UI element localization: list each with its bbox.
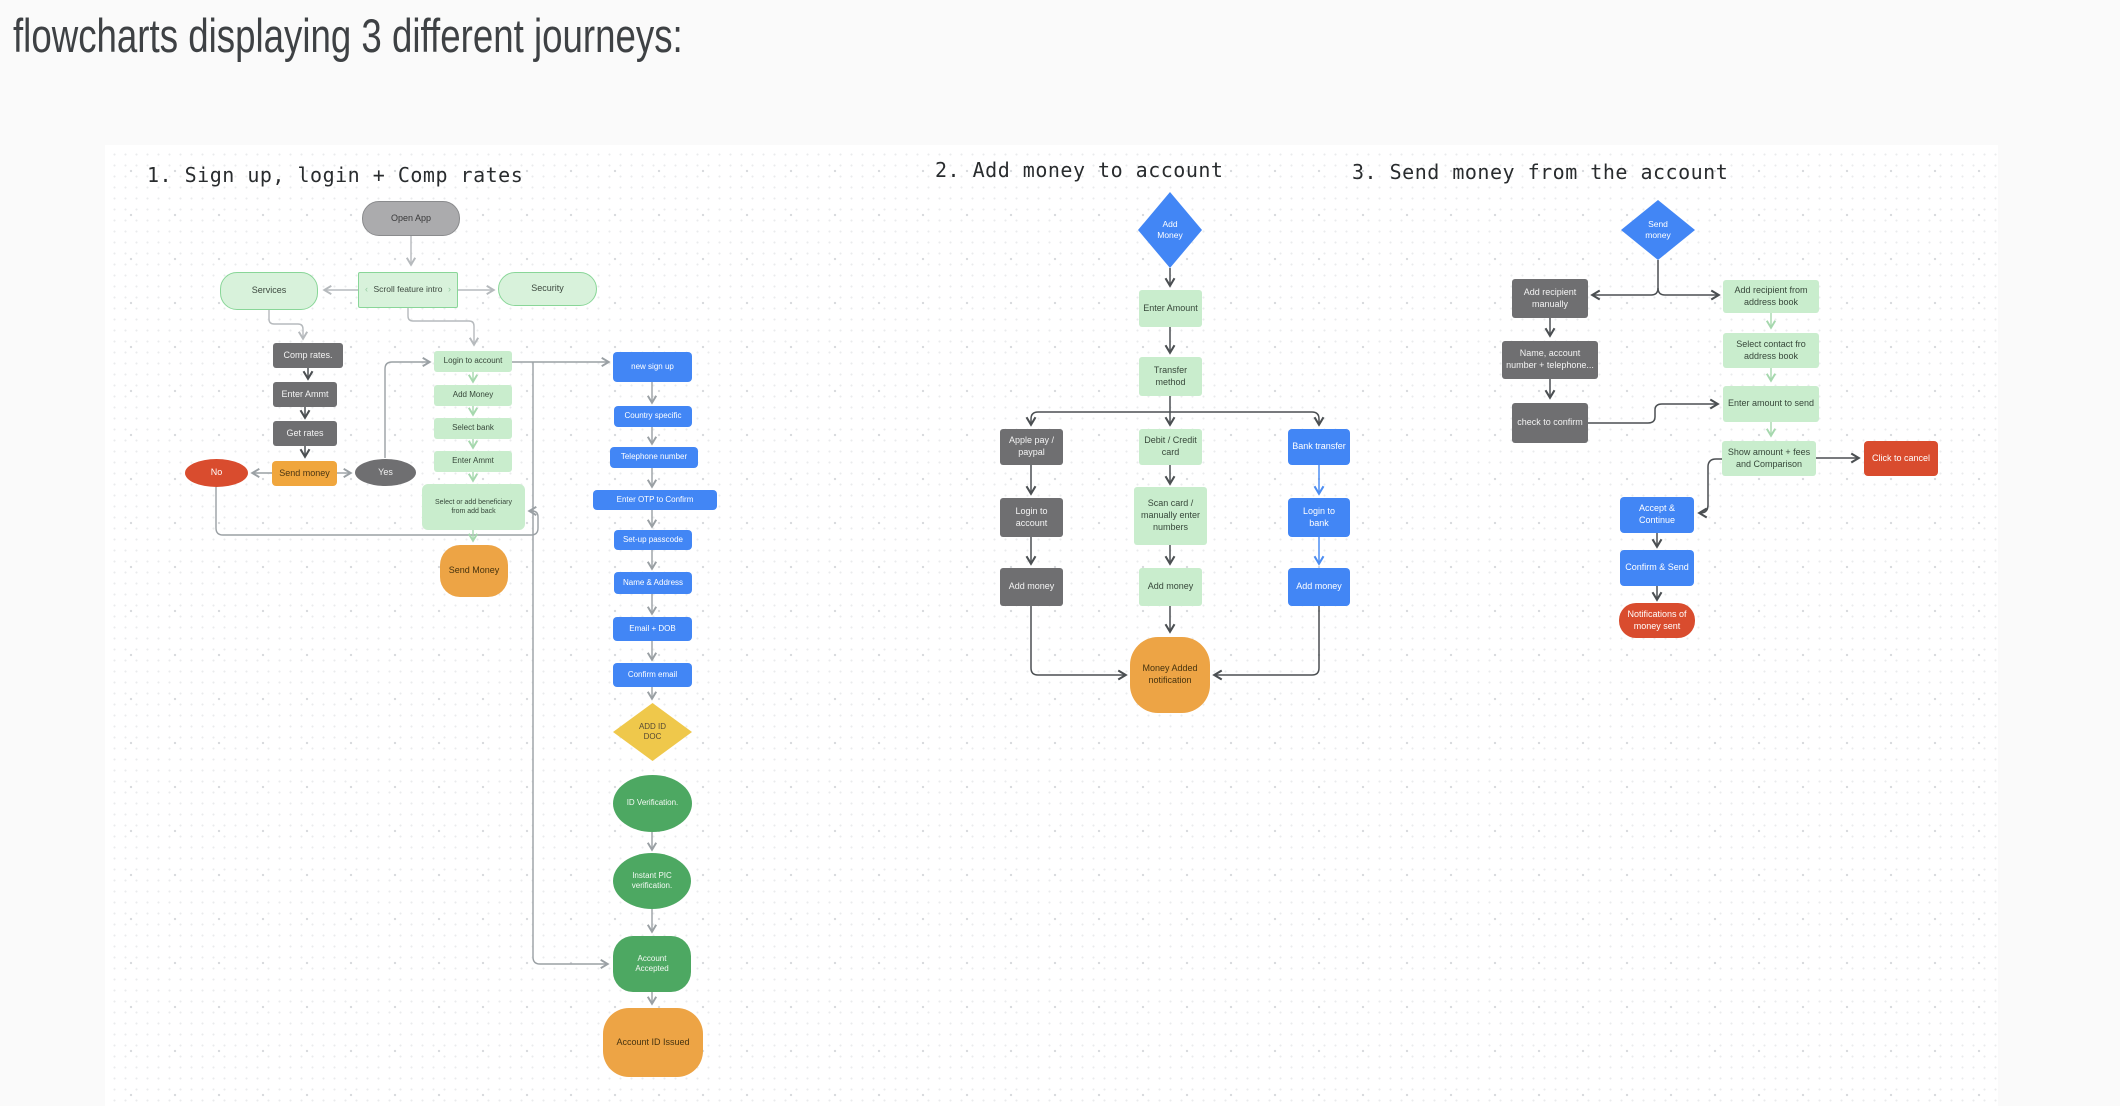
- fc3-node-enter-amount-send[interactable]: Enter amount to send: [1723, 386, 1819, 422]
- fc2-node-debit-credit[interactable]: Debit / Credit card: [1139, 429, 1202, 465]
- fc1-node-name-address[interactable]: Name & Address: [614, 572, 692, 594]
- fc1-node-select-bank[interactable]: Select bank: [434, 418, 512, 439]
- fc3-node-check-confirm[interactable]: check to confirm: [1512, 403, 1588, 443]
- fc3-title: 3. Send money from the account: [1352, 160, 1729, 184]
- fc3-node-add-recipient-address[interactable]: Add recipient from address book: [1723, 280, 1819, 313]
- fc2-node-bank-transfer[interactable]: Bank transfer: [1288, 429, 1350, 465]
- fc3-node-click-cancel[interactable]: Click to cancel: [1864, 441, 1938, 476]
- fc1-node-services[interactable]: Services: [220, 272, 318, 310]
- fc1-node-confirm-email[interactable]: Confirm email: [613, 663, 692, 687]
- fc2-node-transfer-method[interactable]: Transfer method: [1139, 357, 1202, 396]
- fc2-node-add-money-green[interactable]: Add money: [1139, 568, 1202, 606]
- fc1-node-send-money[interactable]: Send money: [272, 461, 337, 486]
- fc1-node-account-accepted[interactable]: Account Accepted: [613, 936, 691, 992]
- fc1-node-enter-ammt[interactable]: Enter Ammt: [273, 382, 337, 407]
- fc1-node-security[interactable]: Security: [498, 272, 597, 306]
- fc2-title: 2. Add money to account: [935, 158, 1224, 182]
- fc2-node-add-money-blue[interactable]: Add money: [1288, 568, 1350, 606]
- fc2-node-login-to-account[interactable]: Login to account: [1000, 498, 1063, 537]
- fc1-node-send-money-big[interactable]: Send Money: [440, 545, 508, 597]
- fc2-node-add-money-gray[interactable]: Add money: [1000, 568, 1063, 606]
- fc1-node-login-to-account[interactable]: Login to account: [434, 351, 512, 372]
- fc3-node-add-recipient-manually[interactable]: Add recipient manually: [1512, 279, 1588, 318]
- fc2-node-login-to-bank[interactable]: Login to bank: [1288, 498, 1350, 537]
- chevron-left-icon[interactable]: ‹: [365, 284, 368, 295]
- chevron-right-icon[interactable]: ›: [447, 284, 451, 295]
- fc1-node-instant-pic[interactable]: Instant PIC verification.: [613, 853, 691, 909]
- fc1-node-enter-ammt-2[interactable]: Enter Ammt: [434, 451, 512, 472]
- fc3-node-name-account[interactable]: Name, account number + telephone...: [1502, 341, 1598, 379]
- fc2-node-apple-pay[interactable]: Apple pay / paypal: [1000, 429, 1063, 465]
- fc1-node-id-verification[interactable]: ID Verification.: [613, 775, 692, 832]
- fc3-node-notifications[interactable]: Notifications of money sent: [1619, 603, 1695, 638]
- fc1-node-new-sign-up[interactable]: new sign up: [613, 352, 692, 382]
- fc3-node-select-contact[interactable]: Select contact fro address book: [1723, 333, 1819, 368]
- fc1-node-yes[interactable]: Yes: [355, 459, 416, 486]
- fc1-node-scroll-feature-intro[interactable]: ‹ Scroll feature intro ›: [358, 272, 458, 308]
- fc1-node-add-money[interactable]: Add Money: [434, 385, 512, 406]
- fc3-node-confirm-send[interactable]: Confirm & Send: [1620, 550, 1694, 586]
- fc1-node-scroll-feature-intro-label: Scroll feature intro: [373, 284, 443, 295]
- fc1-node-setup-passcode[interactable]: Set-up passcode: [614, 530, 692, 550]
- fc1-node-enter-otp[interactable]: Enter OTP to Confirm: [593, 490, 717, 510]
- fc3-node-accept-continue[interactable]: Accept & Continue: [1620, 497, 1694, 533]
- fc1-title: 1. Sign up, login + Comp rates: [147, 163, 524, 187]
- fc1-node-beneficiary[interactable]: Select or add beneficiary from add back: [422, 484, 525, 530]
- fc1-node-telephone-number[interactable]: Telephone number: [610, 447, 698, 468]
- fc2-node-money-added[interactable]: Money Added notification: [1130, 637, 1210, 713]
- fc2-node-scan-card[interactable]: Scan card / manually enter numbers: [1134, 487, 1207, 545]
- fc1-node-account-id-issued[interactable]: Account ID Issued: [603, 1008, 703, 1077]
- fc1-node-country-specific[interactable]: Country specific: [614, 406, 692, 427]
- fc1-node-comp-rates[interactable]: Comp rates.: [273, 343, 343, 368]
- fc3-node-show-amount[interactable]: Show amount + fees and Comparison: [1722, 441, 1816, 476]
- fc1-node-get-rates[interactable]: Get rates: [273, 421, 337, 446]
- fc1-node-email-dob[interactable]: Email + DOB: [613, 617, 692, 641]
- fc1-node-no[interactable]: No: [185, 459, 248, 487]
- fc1-node-open-app[interactable]: Open App: [362, 201, 460, 236]
- page-heading: flowcharts displaying 3 different journe…: [13, 9, 683, 62]
- fc2-node-enter-amount[interactable]: Enter Amount: [1139, 290, 1202, 327]
